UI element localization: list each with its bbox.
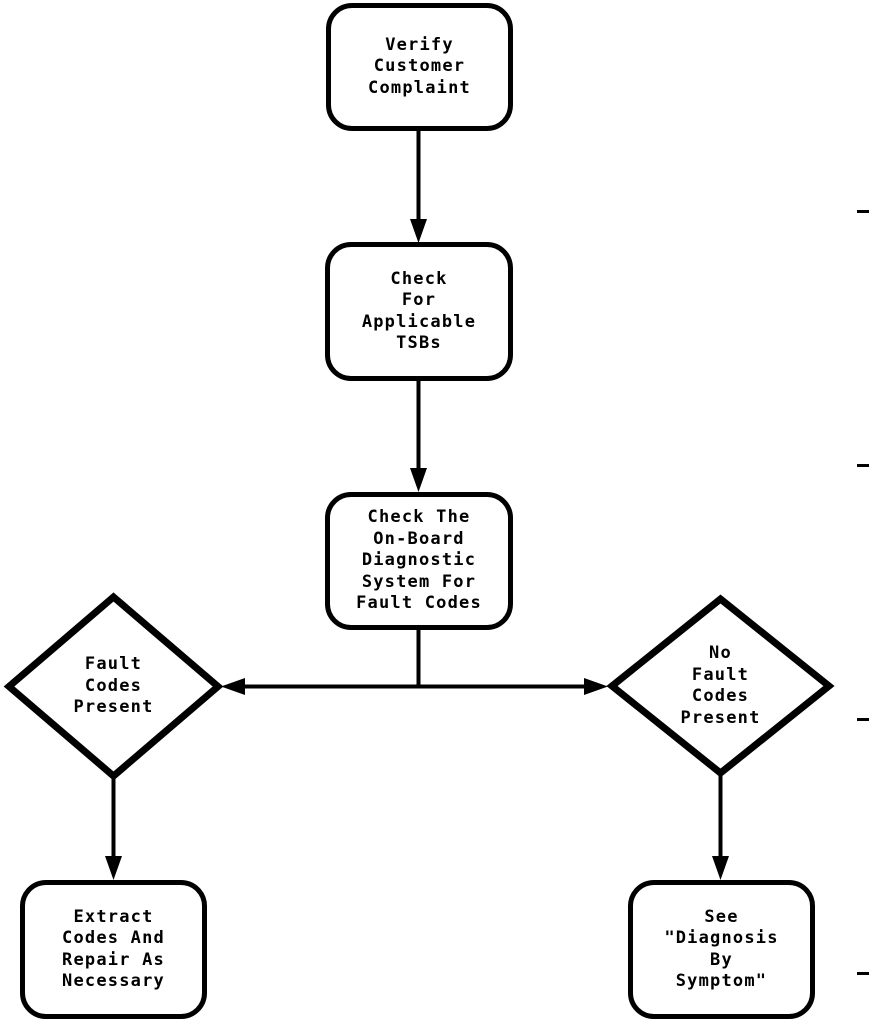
diamond-shape	[606, 594, 835, 778]
node-verify-customer-complaint[interactable]: Verify Customer Complaint	[326, 3, 513, 131]
edge-no-fault-codes-to-symptom	[712, 775, 729, 880]
node-label: Check The On-Board Diagnostic System For…	[356, 507, 482, 614]
node-label: Check For Applicable TSBs	[361, 268, 477, 354]
page-margin-tick	[857, 718, 869, 721]
edge-verify-to-tsbs	[410, 131, 427, 243]
node-label: Verify Customer Complaint	[368, 34, 471, 98]
edge-obd-to-fault-codes	[221, 678, 419, 695]
node-check-on-board-diagnostic-system[interactable]: Check The On-Board Diagnostic System For…	[325, 492, 513, 630]
node-label: Fault Codes Present	[73, 654, 154, 718]
diamond-shape	[3, 592, 224, 781]
edge-obd-to-no-fault-codes	[418, 678, 608, 695]
node-check-for-applicable-tsbs[interactable]: Check For Applicable TSBs	[325, 242, 513, 381]
node-extract-codes-and-repair[interactable]: Extract Codes And Repair As Necessary	[20, 880, 207, 1019]
edge-tsbs-to-obd	[410, 381, 427, 492]
page-margin-tick	[857, 210, 869, 213]
node-label: See "Diagnosis By Symptom"	[664, 906, 779, 992]
node-label: No Fault Codes Present	[680, 643, 761, 728]
edge-fault-codes-to-extract	[105, 768, 122, 880]
page-margin-tick	[857, 464, 869, 467]
node-fault-codes-present[interactable]: Fault Codes Present	[3, 592, 224, 781]
node-no-fault-codes-present[interactable]: No Fault Codes Present	[606, 594, 835, 778]
node-see-diagnosis-by-symptom[interactable]: See "Diagnosis By Symptom"	[628, 880, 815, 1019]
node-label: Extract Codes And Repair As Necessary	[62, 906, 165, 992]
page-margin-tick	[857, 972, 869, 975]
